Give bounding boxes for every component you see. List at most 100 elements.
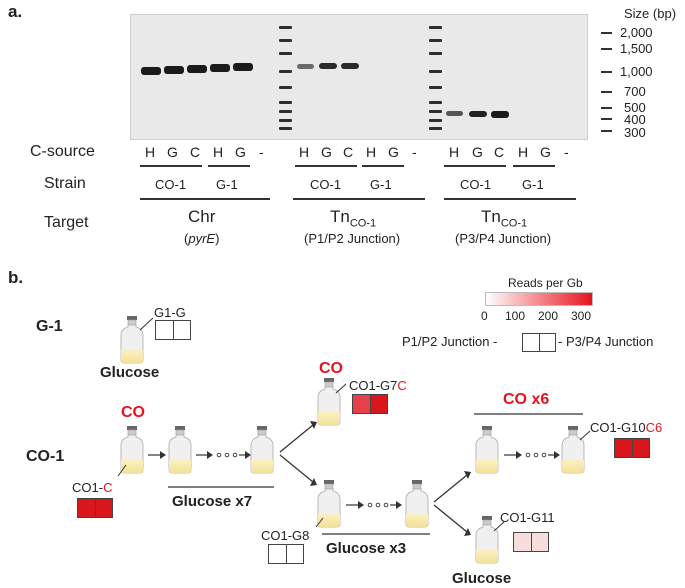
arrow (279, 424, 314, 453)
glucose-bottom-label: Glucose (452, 570, 512, 587)
lane-label: G (321, 144, 332, 160)
ellipsis-dot (525, 452, 531, 458)
g11-sample-label: CO1-G11 (500, 510, 555, 525)
lane-label: H (213, 144, 224, 160)
ladder-band (429, 70, 442, 73)
arrow (433, 504, 468, 533)
gel-band (210, 64, 230, 72)
strain-label: G-1 (370, 177, 392, 192)
arrowhead (464, 528, 471, 536)
ellipsis-dot (375, 502, 381, 508)
lane-label: C (343, 144, 354, 160)
lane-label: G (167, 144, 178, 160)
arrowhead (358, 501, 364, 509)
co-x6-label: CO x6 (503, 391, 550, 408)
target-bracket (444, 198, 576, 200)
bottle-icon (475, 515, 499, 564)
strain-co1-label: CO-1 (26, 448, 65, 465)
ladder-band (429, 119, 442, 122)
arrowhead (464, 471, 471, 479)
heat-scale-bar (485, 292, 593, 306)
ladder-band (279, 26, 292, 29)
lane-label: - (259, 144, 264, 160)
g10c6-sample-label: CO1-G10C6 (590, 420, 663, 435)
co1-sample-label: CO1-C (72, 480, 113, 495)
leader-line (315, 517, 324, 528)
arrowhead (310, 478, 317, 486)
target-note: (pyrE) (184, 231, 220, 246)
gel-band (341, 63, 359, 69)
strain-bracket (140, 165, 202, 167)
target-note: (P1/P2 Junction) (304, 231, 401, 246)
lane-label: H (145, 144, 156, 160)
co1-heat-box (77, 498, 113, 518)
csource-row-label: C-source (30, 143, 95, 160)
size-tick (601, 107, 612, 109)
strain-bracket (444, 165, 506, 167)
bottle-icon (250, 425, 274, 474)
size-label: 700 (624, 84, 646, 99)
ellipsis-dot (367, 502, 373, 508)
junction-right-label: - P3/P4 Junction (558, 334, 654, 349)
target-label: Chr (188, 207, 216, 226)
bottle-icon (120, 425, 144, 474)
target-bracket (293, 198, 425, 200)
ellipsis-dot (541, 452, 547, 458)
size-title: Size (bp) (624, 6, 677, 21)
legend-title: Reads per Gb (508, 276, 583, 290)
g1-heat-box (155, 320, 191, 340)
size-tick (601, 91, 612, 93)
legend-tick: 300 (571, 309, 592, 323)
lane-label: G (388, 144, 399, 160)
leader-line (493, 521, 505, 532)
ladder-band (279, 119, 292, 122)
ladder-band (429, 127, 442, 130)
g7c-heat-box (352, 394, 388, 414)
target-label: TnCO-1 (330, 207, 377, 230)
ladder-band (429, 101, 442, 104)
bottle-icon (475, 425, 499, 474)
lane-label: C (190, 144, 201, 160)
strain-label: CO-1 (155, 177, 187, 192)
g11-heat-box (513, 532, 549, 552)
gel-band (164, 66, 184, 74)
legend-tick: 100 (505, 309, 526, 323)
panel-a-label: a. (8, 2, 23, 21)
strain-label: G-1 (216, 177, 238, 192)
gel-band (233, 63, 253, 71)
glucose-x3-label: Glucose x3 (326, 540, 407, 557)
size-tick (601, 32, 612, 34)
ellipsis-dot (533, 452, 539, 458)
g1-glucose-caption: Glucose (100, 364, 160, 381)
target-bracket (140, 198, 270, 200)
size-label: 400 (624, 112, 646, 127)
lane-label: C (494, 144, 505, 160)
bottle-icon (120, 315, 144, 364)
g8-heat-box (268, 544, 304, 564)
size-tick (601, 118, 612, 120)
strain-bracket (295, 165, 357, 167)
strain-bracket (208, 165, 250, 167)
g7c-co-label: CO (319, 360, 343, 377)
gel-image (130, 14, 588, 140)
size-label: 2,000 (620, 25, 653, 40)
size-label: 300 (624, 125, 646, 140)
ladder-band (429, 52, 442, 55)
size-label: 1,500 (620, 41, 653, 56)
g10c6-heat-box (614, 438, 650, 458)
ellipsis-dot (232, 452, 238, 458)
g7c-sample-label: CO1-G7C (349, 378, 407, 393)
leader-line (335, 383, 347, 394)
ladder-band (279, 110, 292, 113)
target-label: TnCO-1 (481, 207, 528, 230)
bottle-icon (405, 479, 429, 528)
ladder-band (279, 70, 292, 73)
lane-label: - (564, 144, 569, 160)
lane-label: H (366, 144, 377, 160)
strain-g1-label: G-1 (36, 318, 63, 335)
ladder-band (429, 39, 442, 42)
arrowhead (396, 501, 402, 509)
ladder-band (279, 39, 292, 42)
gel-band (469, 111, 487, 117)
